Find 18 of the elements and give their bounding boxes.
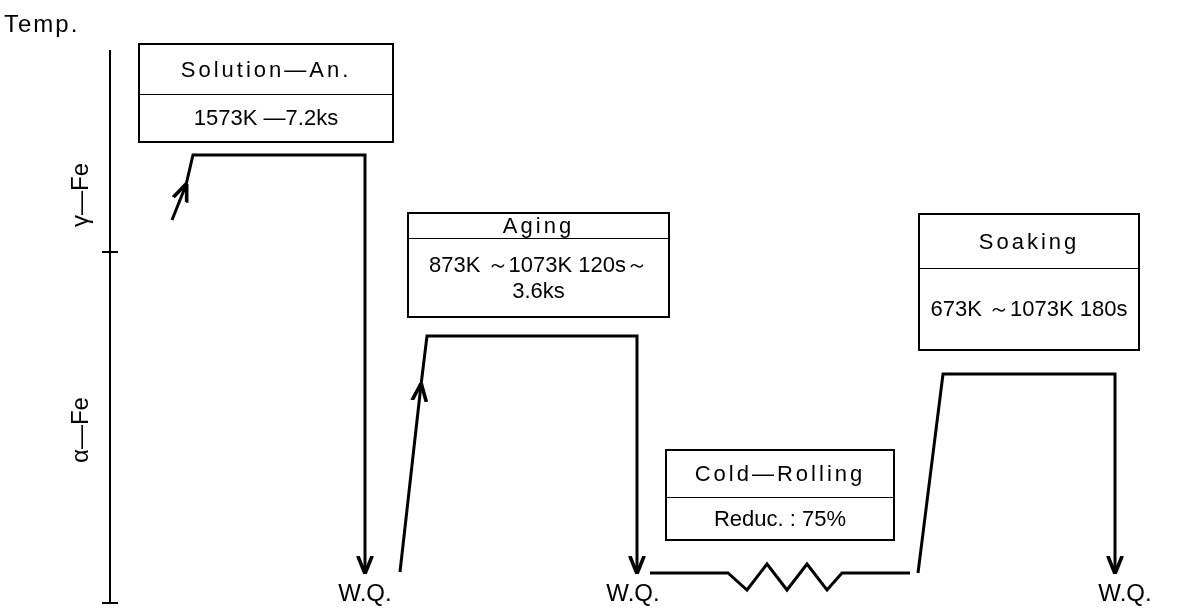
quench-label: W.Q.: [338, 579, 392, 607]
quench-label: W.Q.: [1098, 579, 1152, 607]
process-conditions: Reduc. : 75%: [667, 497, 893, 539]
process-conditions: 1573K —7.2ks: [140, 94, 392, 141]
process-box: [138, 43, 394, 143]
process-title: Cold—Rolling: [693, 460, 867, 489]
process-box: [407, 212, 670, 318]
quench-label: W.Q.: [606, 579, 660, 607]
process-conditions: 873K ～1073K 120s～3.6ks: [409, 238, 668, 316]
process-box: [918, 213, 1140, 351]
process-title: Soaking: [977, 227, 1081, 256]
process-title: Solution—An.: [179, 55, 353, 84]
process-conditions: 673K ～1073K 180s: [920, 268, 1138, 349]
phase-label: γ—Fe: [66, 163, 94, 227]
axis-title: Temp.: [4, 10, 80, 38]
process-box: [665, 449, 895, 541]
process-title: Aging: [501, 214, 576, 238]
phase-label: α—Fe: [66, 397, 94, 463]
